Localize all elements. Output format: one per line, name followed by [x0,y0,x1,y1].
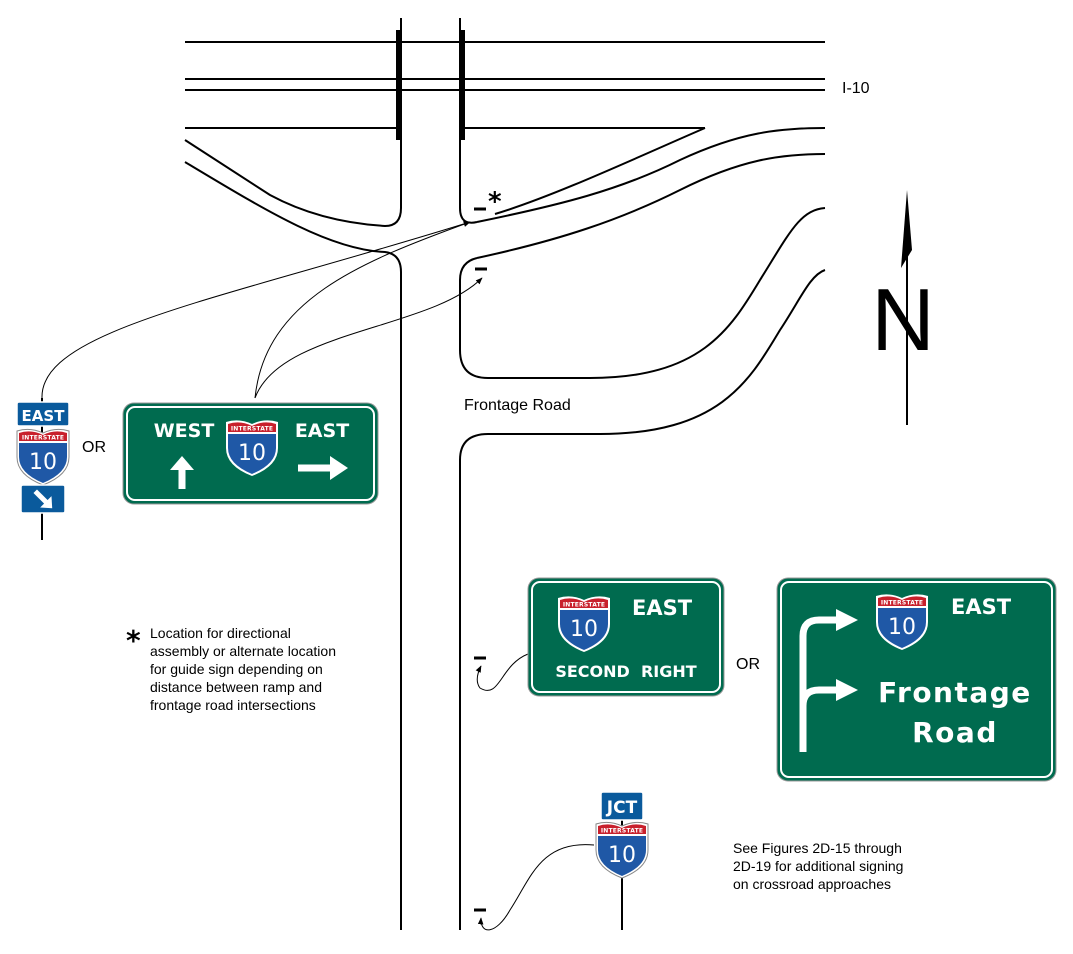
assembly-shield: INTERSTATE 10 [16,428,70,486]
west-ramp-outer-edge [184,161,402,930]
crossroad-east-edge-north [459,18,478,224]
jct-plaque-text: JCT [606,798,638,818]
jct-shield: INTERSTATE 10 [595,821,649,879]
jct-plaque [600,791,644,821]
or-label-left: OR [82,439,106,456]
asterisk-note-line1: Location for directional [150,625,291,641]
guide-sign-west-east-shield-number: 10 [238,441,266,466]
sign-post-markers [474,207,487,912]
east-ramp-lower-edge [476,153,826,259]
guide-sign-west-east: WEST EAST INTERSTATE 10 [122,402,379,505]
guide-sign-second-right: INTERSTATE 10 EAST SECOND RIGHT [527,577,725,697]
or-label-right: OR [736,656,760,673]
asterisk-note-line4: distance between ramp and [150,679,322,695]
ramp-gore-taper [494,127,706,215]
guide-sign-second-right-border [531,581,721,693]
jct-shield-word: INTERSTATE [601,828,643,835]
guide-sign-frontage-shield-number: 10 [888,615,916,640]
jct-assembly: JCT INTERSTATE 10 [595,791,649,930]
frontage-road-north-edge [459,207,826,379]
frontage-road-south-edge [459,269,826,930]
guide-sign-west-east-shield-word: INTERSTATE [231,426,273,433]
figures-note-line3: on crossroad approaches [733,876,891,892]
highway-label: I-10 [842,80,870,97]
leader-second-right [475,653,529,691]
leader-guide-to-frontage [254,277,483,399]
figures-note-line1: See Figures 2D-15 through [733,840,902,856]
north-arrow-head [901,190,912,268]
guide-sign-west-east-shield: INTERSTATE 10 [226,420,278,476]
asterisk-note-star: * [126,624,141,657]
north-letter: N [871,270,935,369]
guide-sign-frontage-border [780,581,1053,778]
assembly-down-right-arrow-icon [33,489,53,509]
guide-sign-west-label: WEST [154,420,215,442]
guide-sign-frontage-shield: INTERSTATE 10 [876,594,928,650]
guide-sign-second-right-shield-number: 10 [570,617,598,642]
east-ramp-upper-edge [476,127,826,223]
guide-sign-frontage-direction: EAST [951,595,1012,619]
asterisk-note-line2: assembly or alternate location [150,643,336,659]
guide-sign-second-right-direction: EAST [632,596,693,620]
asterisk-note-line5: frontage road intersections [150,697,316,713]
frontage-arrow-head-top [836,609,858,631]
figures-note: See Figures 2D-15 through 2D-19 for addi… [733,840,903,892]
guide-sign-east-label: EAST [295,420,349,442]
crossroad-west-edge-north [184,18,402,228]
asterisk-note-line3: for guide sign depending on [150,661,323,677]
asterisk-note: * Location for directional assembly or a… [126,624,336,713]
guide-sign-second-right-shield: INTERSTATE 10 [558,596,610,652]
assembly-cardinal-plaque [16,401,70,427]
frontage-bent-arrows-icon [799,616,838,752]
up-arrow-icon [170,456,194,489]
directional-assembly: EAST INTERSTATE 10 [16,398,70,540]
assembly-shield-body [19,443,67,483]
guide-sign-second-right-bottom: SECOND RIGHT [555,662,696,681]
assembly-shield-top [19,431,67,441]
guide-sign-frontage-line1: Frontage [878,676,1032,709]
leader-jct [477,844,595,931]
right-arrow-icon [298,456,348,480]
frontage-road-label: Frontage Road [464,397,571,414]
figures-note-line2: 2D-19 for additional signing [733,858,903,874]
assembly-cardinal-text: EAST [22,407,66,425]
guide-sign-frontage-road: INTERSTATE 10 EAST Frontage Road [776,577,1057,782]
guide-sign-west-east-border [126,406,375,501]
frontage-arrow-head-bottom [836,679,858,701]
assembly-shield-number: 10 [29,450,57,475]
jct-shield-number: 10 [608,843,636,868]
guide-sign-frontage-line2: Road [912,716,998,749]
guide-sign-frontage-shield-word: INTERSTATE [881,600,923,607]
road-geometry [41,18,826,931]
north-arrow: N [871,190,935,425]
guide-sign-second-right-shield-word: INTERSTATE [563,602,605,609]
assembly-shield-word: INTERSTATE [22,435,64,442]
asterisk-marker: * [488,187,502,217]
leader-guide-to-ramp [254,221,471,399]
leader-assembly-to-ramp [41,221,471,399]
guide-sign-frontage-panel [776,577,1057,782]
